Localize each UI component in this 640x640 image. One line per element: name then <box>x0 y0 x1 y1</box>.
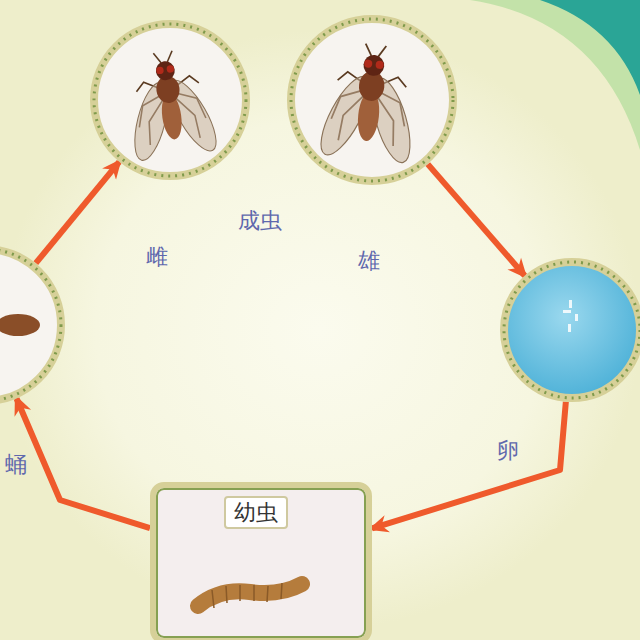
stage-circle: 卵 <box>500 258 640 402</box>
stage-circle: 雄 <box>287 15 457 185</box>
stage-label: 雌 <box>146 244 168 269</box>
cycle-arrow <box>17 399 150 529</box>
stage-circle: 蛹 <box>0 245 65 405</box>
ring-band <box>0 249 61 401</box>
stage-label: 卵 <box>497 438 519 463</box>
larva <box>198 583 302 608</box>
ring-band <box>291 19 453 181</box>
photo-ground <box>0 249 61 401</box>
photo-ring <box>287 15 457 185</box>
stage-title: 幼虫 <box>224 496 288 529</box>
ring-band <box>94 24 246 176</box>
pupa <box>0 314 40 336</box>
photo-ground <box>152 484 370 640</box>
male-fly <box>311 39 429 169</box>
stage-circle: 雌 <box>90 20 250 180</box>
group-label: 成虫 <box>238 208 282 233</box>
photo-ring <box>0 245 65 405</box>
stage-label: 雄 <box>358 248 380 273</box>
female-fly <box>115 45 226 167</box>
photo-ring <box>500 258 640 402</box>
egg-photo <box>504 262 640 398</box>
stage-box: 幼虫 <box>150 482 372 640</box>
eggs <box>563 300 578 332</box>
corner-band <box>470 0 640 150</box>
stage-label: 蛹 <box>5 452 27 477</box>
corner-band <box>540 0 640 95</box>
ring-band <box>504 262 640 398</box>
cycle-arrow <box>428 164 525 276</box>
ring-dots <box>291 19 453 181</box>
ring-dots <box>94 24 246 176</box>
photo-ring <box>90 20 250 180</box>
photo-ground <box>291 19 453 181</box>
ring-dots <box>0 249 61 401</box>
cycle-arrow <box>372 402 566 529</box>
photo-ground <box>94 24 246 176</box>
ring-dots <box>504 262 640 398</box>
cycle-arrow <box>36 162 119 263</box>
